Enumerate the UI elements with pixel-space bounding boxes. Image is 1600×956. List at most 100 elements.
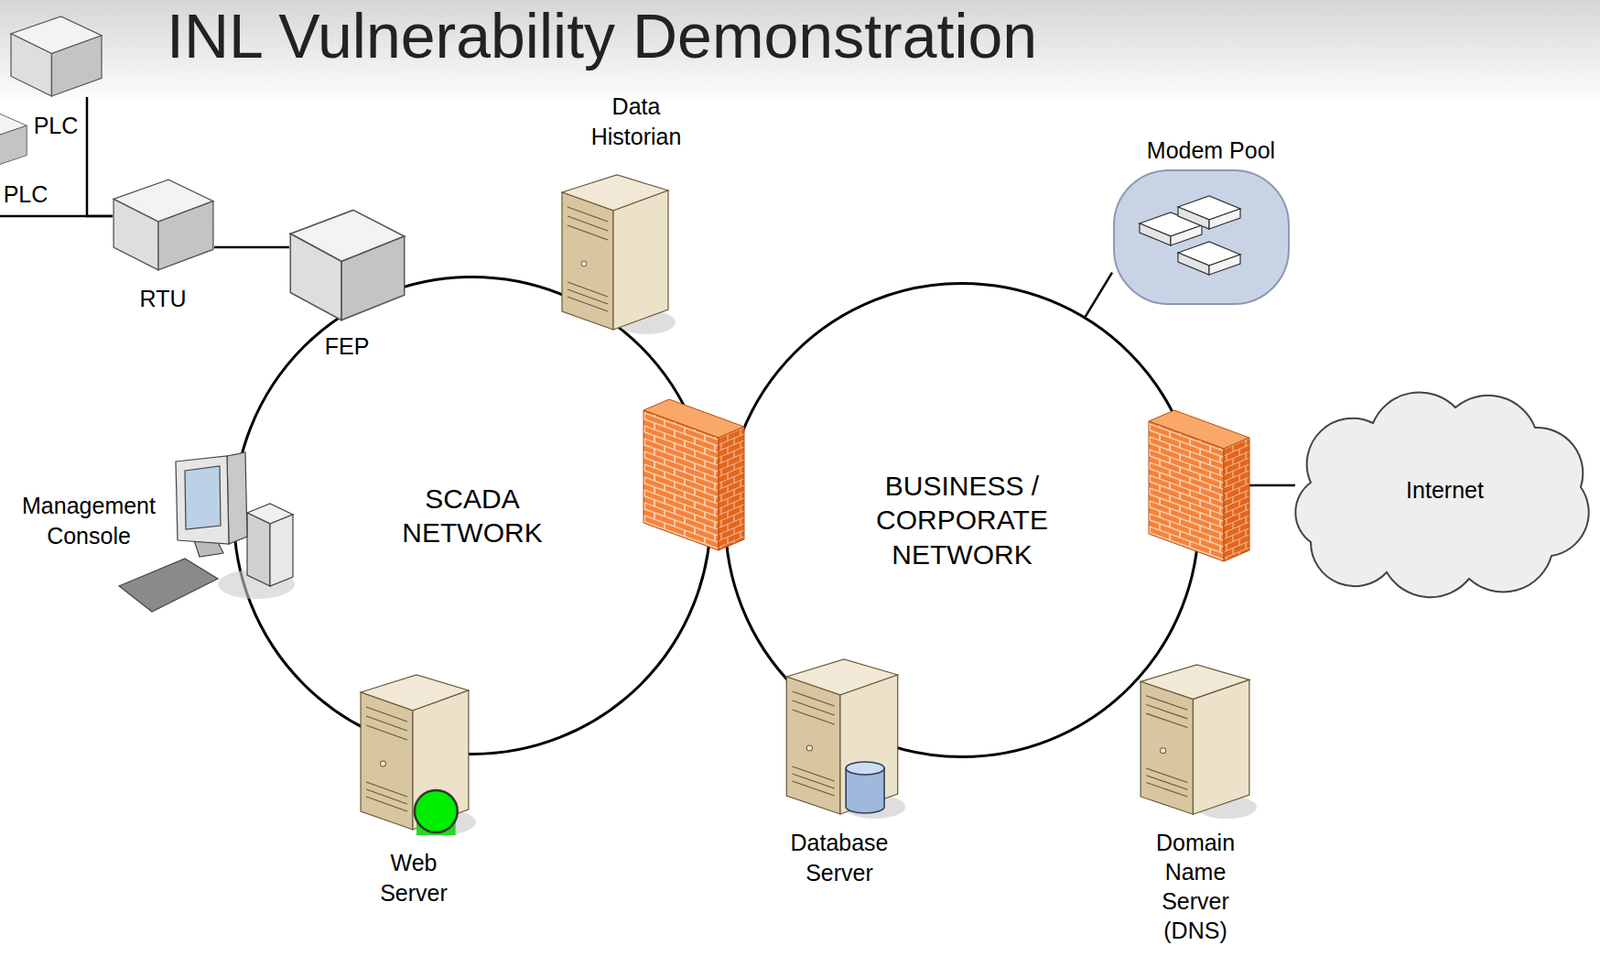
icon-part [1139, 223, 1171, 246]
drive-slot [567, 206, 608, 222]
icon-part [613, 190, 669, 330]
drive-slot [1145, 781, 1188, 796]
network-name: BUSINESS / CORPORATE NETWORK [870, 468, 1054, 573]
label-holder: RTU [126, 283, 200, 314]
label-holder: PLC [28, 110, 84, 141]
server-icon: Database Server [780, 658, 904, 822]
icon-part [184, 465, 221, 530]
server-icon [355, 673, 475, 837]
icon-part [227, 452, 248, 544]
header-band [0, 0, 1600, 106]
rtu-box: RTU [112, 178, 215, 271]
server-icon [1135, 663, 1255, 822]
icon-part [786, 676, 841, 814]
drive-slot [366, 781, 408, 797]
pc-icon [118, 448, 298, 618]
icon-part [290, 233, 342, 320]
pool-ground [1113, 170, 1289, 304]
ring-line [234, 277, 712, 755]
icon-part [1140, 681, 1193, 814]
icon-part [10, 33, 52, 97]
icon-part [1209, 254, 1241, 275]
box-icon [289, 208, 406, 322]
modem-icon [1112, 168, 1291, 306]
network-link [0, 168, 113, 217]
modem-pool: Modem Pool [1112, 168, 1291, 306]
box-icon [0, 111, 28, 169]
power-light [581, 260, 587, 267]
drive-slot [567, 225, 608, 240]
label-holder: FEP [310, 331, 384, 362]
drive-slot [792, 700, 835, 715]
label-holder: Management Console [13, 490, 165, 551]
box-icon [10, 15, 103, 98]
drive-slot [1145, 775, 1188, 790]
drive-slot [792, 773, 835, 789]
plc-box: PLC [0, 111, 28, 169]
drive-slot [1145, 713, 1188, 727]
icon-part [1178, 206, 1210, 229]
label-holder: PLC [1, 179, 50, 210]
icon-part [1170, 225, 1202, 246]
icon-part [1209, 208, 1241, 229]
power-light [1160, 747, 1167, 754]
drive-slot [366, 715, 408, 731]
drive-slot [1145, 703, 1188, 718]
label-holder: SCADA NETWORK [232, 275, 713, 756]
device-label: Management Console [13, 490, 165, 551]
drive-slot [567, 296, 608, 312]
fep-box: FEP [289, 208, 406, 322]
ring-outline [232, 275, 713, 756]
drive-slot [567, 289, 608, 304]
power-light [379, 760, 386, 767]
drive-slot [1145, 767, 1188, 782]
device-label: Web Server [361, 847, 467, 908]
drive-slot [1145, 695, 1188, 710]
device-label: PLC [28, 110, 84, 141]
icon-part [562, 192, 614, 330]
device-label: RTU [126, 283, 200, 314]
label-holder: Domain Name Server (DNS) [1149, 827, 1242, 945]
modem-icon [1178, 195, 1241, 229]
server-icon [556, 173, 674, 337]
icon-part [341, 236, 405, 321]
network-name: SCADA NETWORK [389, 481, 555, 551]
device-label: Database Server [784, 827, 895, 887]
server-icon: Domain Name Server (DNS) [1135, 663, 1255, 822]
network-link [86, 97, 113, 217]
device-label: Data Historian [576, 91, 696, 152]
icon-part [51, 35, 102, 97]
drive-slot [567, 216, 608, 231]
status-dot [414, 789, 458, 833]
drive-slot [567, 281, 608, 297]
icon-part [840, 674, 898, 814]
icon-part [158, 201, 214, 271]
icon-part [1178, 252, 1210, 275]
label-holder: Modem Pool [1119, 135, 1303, 166]
server-icon [780, 658, 904, 822]
server-icon: Data Historian [556, 173, 674, 337]
drive-slot [792, 780, 835, 796]
device-label: PLC [1, 179, 50, 210]
drive-slot [792, 766, 835, 781]
label-holder: Web Server [361, 847, 467, 908]
label-holder: Data Historian [576, 91, 696, 152]
icon-part [247, 512, 271, 586]
firewall [1148, 410, 1250, 562]
drive-slot [792, 691, 835, 706]
icon-part [113, 198, 159, 270]
icon-part [118, 558, 218, 612]
database-top [845, 761, 885, 775]
drive-slot [366, 789, 408, 804]
box-icon [112, 178, 215, 271]
drive-slot [792, 709, 835, 725]
network-link [214, 246, 290, 249]
firewall [643, 399, 745, 551]
label-holder: Database Server [784, 827, 895, 887]
device-label: FEP [310, 331, 384, 362]
icon-part [1192, 679, 1249, 814]
icon-part [0, 125, 27, 168]
device-label: Internet [1376, 475, 1514, 505]
